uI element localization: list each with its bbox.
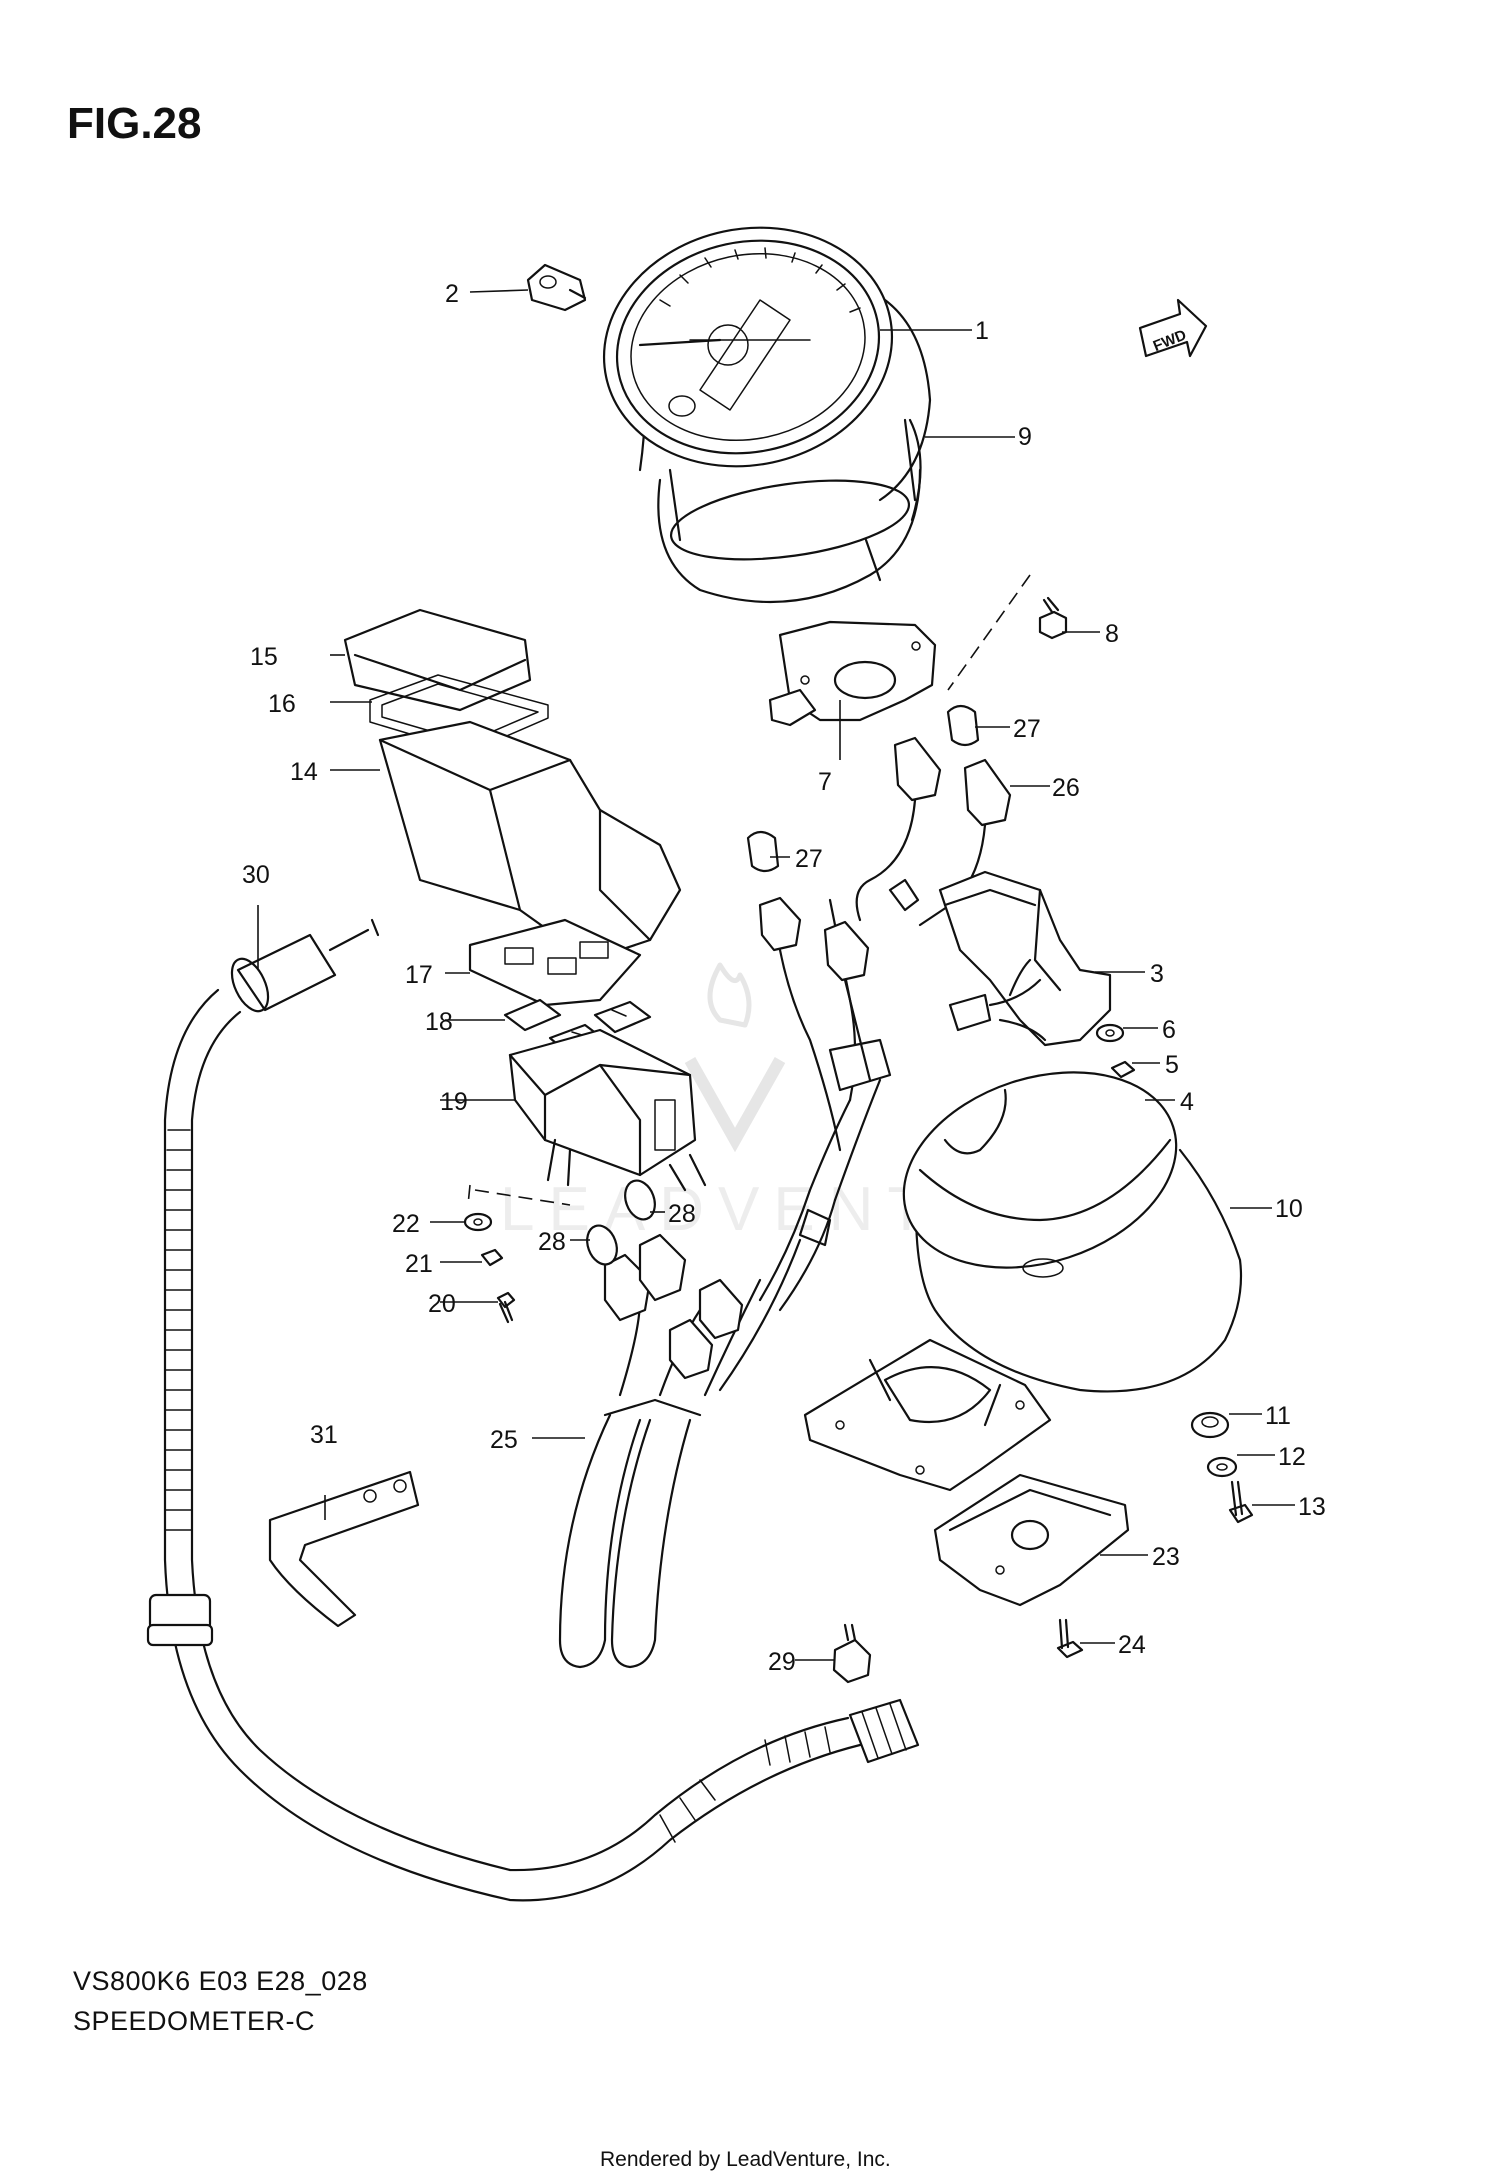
callout-25: 25 — [490, 1426, 518, 1454]
harness-connector-drawing — [798, 1038, 892, 1247]
gasket-drawing — [369, 674, 549, 753]
lamp-case-drawing — [378, 720, 682, 962]
bulbs-sockets-upper-drawing — [746, 704, 1012, 1152]
callout-23: 23 — [1152, 1543, 1180, 1571]
figure-label: FIG.28 — [67, 99, 202, 148]
cover-drawing — [902, 1071, 1243, 1393]
callout-18: 18 — [425, 1008, 453, 1036]
bulb-socket-drawing — [526, 263, 587, 312]
callout-28-left: 28 — [538, 1228, 566, 1256]
speedometer-cable-drawing — [146, 918, 920, 1902]
callout-17: 17 — [405, 961, 433, 989]
callout-21: 21 — [405, 1250, 433, 1278]
callout-13: 13 — [1298, 1493, 1326, 1521]
clamp-31-drawing — [268, 1470, 420, 1628]
callout-3: 3 — [1150, 960, 1164, 988]
indicator-holder-drawing — [508, 1028, 707, 1192]
callout-24: 24 — [1118, 1631, 1146, 1659]
fwd-direction-arrow: FWD — [1138, 298, 1208, 358]
callout-4: 4 — [1180, 1088, 1194, 1116]
speedometer-drawing — [602, 226, 932, 604]
fasteners-11-13-drawing — [1190, 1411, 1254, 1524]
callout-2: 2 — [445, 280, 459, 308]
clamp-drawing — [768, 620, 937, 727]
callout-22: 22 — [392, 1210, 420, 1238]
lower-sockets-drawing — [586, 1179, 744, 1380]
callout-12: 12 — [1278, 1443, 1306, 1471]
indicator-housing-drawing — [938, 870, 1112, 1047]
model-code: VS800K6 E03 E28_028 — [73, 1966, 368, 1996]
callout-28-right: 28 — [668, 1200, 696, 1228]
callout-6: 6 — [1162, 1016, 1176, 1044]
callout-16: 16 — [268, 690, 296, 718]
plate-drawing — [468, 918, 642, 1007]
callout-labels: 1 2 3 4 5 6 7 8 9 10 11 12 13 14 15 16 1… — [242, 280, 1326, 1676]
callout-20: 20 — [428, 1290, 456, 1318]
speedometer-tick-marks — [659, 247, 861, 313]
callout-9: 9 — [1018, 423, 1032, 451]
callout-29: 29 — [768, 1648, 796, 1676]
callout-15: 15 — [250, 643, 278, 671]
callout-26: 26 — [1052, 774, 1080, 802]
callout-27-upper: 27 — [1013, 715, 1041, 743]
callout-14: 14 — [290, 758, 318, 786]
callout-11: 11 — [1265, 1402, 1291, 1430]
leader-lines — [257, 289, 1295, 1661]
callout-10: 10 — [1275, 1195, 1303, 1223]
callout-31: 31 — [310, 1421, 338, 1449]
callout-8: 8 — [1105, 620, 1119, 648]
credit-line: Rendered by LeadVenture, Inc. — [600, 2148, 891, 2171]
callout-30: 30 — [242, 861, 270, 889]
callout-7: 7 — [818, 768, 832, 796]
callout-1: 1 — [975, 317, 989, 345]
section-name: SPEEDOMETER-C — [73, 2006, 315, 2036]
callout-5: 5 — [1165, 1051, 1179, 1079]
callout-27-lower: 27 — [795, 845, 823, 873]
callout-19: 19 — [440, 1088, 468, 1116]
bracket-drawing — [803, 1338, 1130, 1607]
cable-ribbing — [165, 1129, 831, 1843]
lens-drawing — [343, 608, 532, 712]
fasteners-24-29-drawing — [832, 1618, 1084, 1684]
